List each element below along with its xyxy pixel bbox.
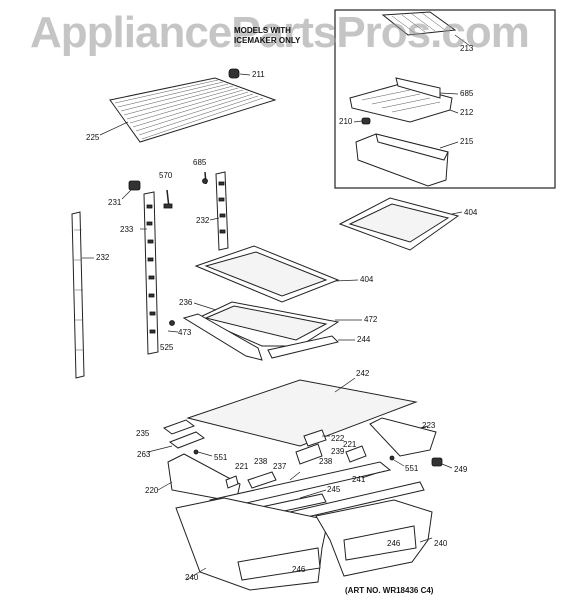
callout-239: 239 (331, 447, 345, 456)
part-231-bracket (121, 180, 141, 200)
part-551-fastener-right (389, 455, 405, 467)
part-221-clip-right (345, 445, 367, 463)
callout-551-right: 551 (405, 464, 419, 473)
part-232-side-rail-right (209, 171, 229, 251)
callout-238-right: 238 (319, 457, 333, 466)
watermark-text: AppliancePartsPros.com (30, 8, 530, 57)
callout-242: 242 (356, 369, 370, 378)
part-239-center-bracket (295, 443, 323, 465)
part-263-strip (147, 431, 206, 453)
part-212-ice-rack (349, 77, 459, 123)
callout-473: 473 (178, 328, 192, 337)
part-570-screw (163, 189, 173, 209)
part-233-ladder-rail (140, 191, 159, 355)
inset-note-line-1: MODELS WITH (234, 26, 291, 35)
part-225-wire-shelf (99, 77, 277, 143)
callout-223: 223 (422, 421, 436, 430)
callout-570: 570 (159, 171, 173, 180)
callout-237: 237 (273, 462, 287, 471)
callout-240-right: 240 (434, 539, 448, 548)
part-213-ice-tray (381, 11, 471, 47)
callout-235: 235 (136, 429, 150, 438)
callout-238-left: 238 (254, 457, 268, 466)
icemaker-inset-frame (334, 9, 556, 189)
callout-244: 244 (357, 335, 371, 344)
callout-222: 222 (331, 434, 345, 443)
callout-215: 215 (460, 137, 474, 146)
callout-551-left: 551 (214, 453, 228, 462)
callout-212: 212 (460, 108, 474, 117)
callout-240-left: 240 (185, 573, 199, 582)
callout-210: 210 (339, 117, 353, 126)
icemaker-inset-note: MODELS WITH ICEMAKER ONLY (234, 26, 300, 46)
callout-231: 231 (108, 198, 122, 207)
part-240-crisper-drawer-right (315, 499, 433, 577)
callout-249: 249 (454, 465, 468, 474)
callout-246-left: 246 (292, 565, 306, 574)
callout-233: 233 (120, 225, 134, 234)
callout-685-b: 685 (460, 89, 474, 98)
callout-245: 245 (327, 485, 341, 494)
callout-211: 211 (252, 70, 265, 79)
part-221-clip-left (225, 475, 239, 489)
part-242-crisper-glass (186, 377, 418, 447)
part-223-right-rail (369, 417, 437, 457)
callout-472: 472 (364, 315, 378, 324)
callout-213: 213 (460, 44, 474, 53)
part-222-center-bracket (303, 429, 330, 447)
part-240-crisper-drawer-left (175, 497, 329, 591)
part-215-ice-bucket (355, 133, 459, 187)
callout-404-right: 404 (464, 208, 478, 217)
callout-225: 225 (86, 133, 100, 142)
callout-236: 236 (179, 298, 193, 307)
callout-220: 220 (145, 486, 159, 495)
callout-221-right: 221 (343, 440, 357, 449)
callout-241: 241 (352, 475, 366, 484)
part-236-crisper-cover (182, 301, 362, 361)
part-220-left-side-frame (157, 453, 241, 503)
callout-404-center: 404 (360, 275, 374, 284)
part-235-strip (162, 419, 196, 435)
callout-525: 525 (160, 343, 174, 352)
part-404-glass-shelf-center (194, 245, 359, 303)
inset-note-line-2: ICEMAKER ONLY (234, 36, 301, 45)
part-238-bracket-left (247, 471, 277, 489)
part-211-clip (228, 68, 251, 79)
part-210-screw (353, 117, 371, 125)
callout-685-a: 685 (193, 158, 207, 167)
callout-232-left: 232 (96, 253, 110, 262)
callout-246-right: 246 (387, 539, 401, 548)
part-232-side-rail-left (71, 211, 94, 379)
art-number: (ART NO. WR18436 C4) (345, 586, 434, 595)
part-249-roller (431, 457, 453, 469)
part-404-glass-shelf-right (338, 197, 463, 251)
part-244-rail (267, 335, 355, 359)
part-551-fastener-left (193, 449, 213, 457)
part-685-fastener (202, 171, 208, 185)
callout-263: 263 (137, 450, 151, 459)
callout-232-right: 232 (196, 216, 210, 225)
callout-221-left: 221 (235, 462, 249, 471)
